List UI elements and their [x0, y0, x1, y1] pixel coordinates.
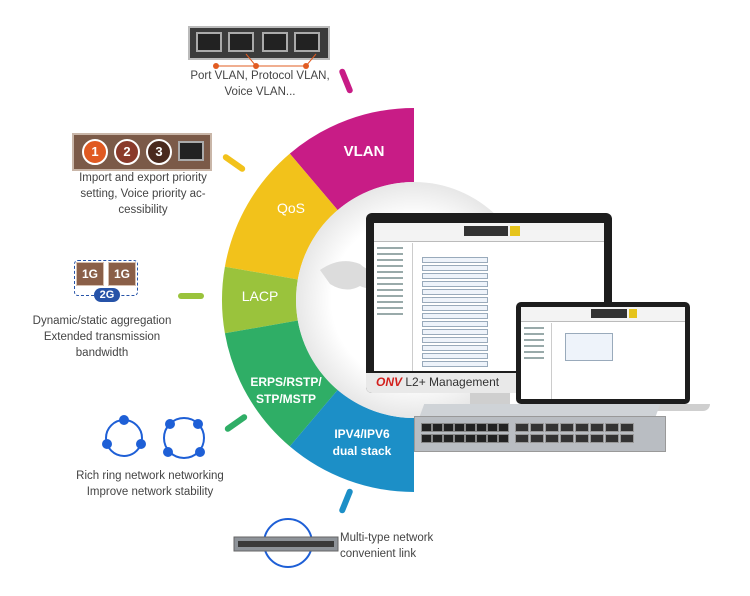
switch-port — [454, 434, 465, 443]
ethernet-port-icon — [178, 141, 204, 161]
laptop — [516, 302, 690, 404]
switch-port — [443, 434, 454, 443]
sfp-slot — [530, 423, 544, 432]
sfp-slot — [560, 434, 574, 443]
segment-label-ipv: IPV4/IPV6 dual stack — [332, 427, 392, 458]
switch-port — [498, 423, 509, 432]
monitor-screen — [374, 223, 604, 371]
segment-ipv — [289, 389, 414, 492]
priority-badge-3: 3 — [146, 139, 172, 165]
sfp-slot — [620, 423, 634, 432]
ring-network-icon — [102, 415, 205, 459]
priority-badge-2: 2 — [114, 139, 140, 165]
switch-port — [454, 423, 465, 432]
switch-port — [476, 434, 487, 443]
sfp-slot — [590, 423, 604, 432]
link-badge-2g: 2G — [94, 288, 120, 302]
segment-vlan — [289, 108, 414, 211]
sfp-slot — [575, 434, 589, 443]
switch-port — [421, 423, 432, 432]
switch-port — [465, 434, 476, 443]
network-switch — [414, 404, 666, 452]
caption-ring: Rich ring network networking Improve net… — [76, 470, 224, 498]
caption-lacp: Dynamic/static aggregation Extended tran… — [32, 315, 172, 359]
link-badge-1g-a: 1G — [76, 262, 104, 286]
sfp-slot — [575, 423, 589, 432]
sfp-slot — [605, 434, 619, 443]
lacp-aggregation-icon: 1G 1G 2G — [72, 260, 140, 302]
switch-port — [432, 423, 443, 432]
switch-port — [487, 423, 498, 432]
segment-erps — [224, 320, 338, 447]
sfp-slot — [515, 434, 529, 443]
switch-port — [421, 434, 432, 443]
caption-vlan: Port VLAN, Protocol VLAN, Voice VLAN... — [190, 70, 330, 98]
segment-lacp — [221, 266, 298, 334]
sfp-slot — [620, 434, 634, 443]
segment-label-lacp: LACP — [241, 288, 279, 304]
sfp-slot — [605, 423, 619, 432]
sfp-slot — [545, 423, 559, 432]
tick-lacp — [178, 293, 204, 299]
segment-label-vlan: VLAN — [343, 143, 385, 160]
priority-badge-1: 1 — [82, 139, 108, 165]
monitor-stand — [470, 393, 510, 405]
segment-qos — [224, 153, 338, 280]
sfp-slot — [530, 434, 544, 443]
switch-port — [465, 423, 476, 432]
switch-port — [476, 423, 487, 432]
qos-priority-icon: 1 2 3 — [72, 133, 212, 171]
segment-label-erps: ERPS/RSTP/ STP/MSTP — [250, 375, 322, 406]
switch-icon — [233, 518, 339, 568]
sfp-slot — [590, 434, 604, 443]
vlan-link-icon — [213, 53, 317, 69]
switch-port — [432, 434, 443, 443]
switch-port — [487, 434, 498, 443]
laptop-screen — [521, 307, 685, 399]
sfp-slot — [545, 434, 559, 443]
sfp-slot — [560, 423, 574, 432]
brand-label: ONV L2+ Management — [376, 375, 500, 389]
switch-port — [498, 434, 509, 443]
switch-port — [443, 423, 454, 432]
sfp-slot — [515, 423, 529, 432]
caption-qos: Import and export priority setting, Voic… — [79, 172, 207, 216]
caption-multi: Multi-type network convenient link — [340, 532, 434, 560]
segment-label-qos: QoS — [276, 200, 305, 216]
vlan-ports-icon — [188, 26, 330, 60]
link-badge-1g-b: 1G — [108, 262, 136, 286]
